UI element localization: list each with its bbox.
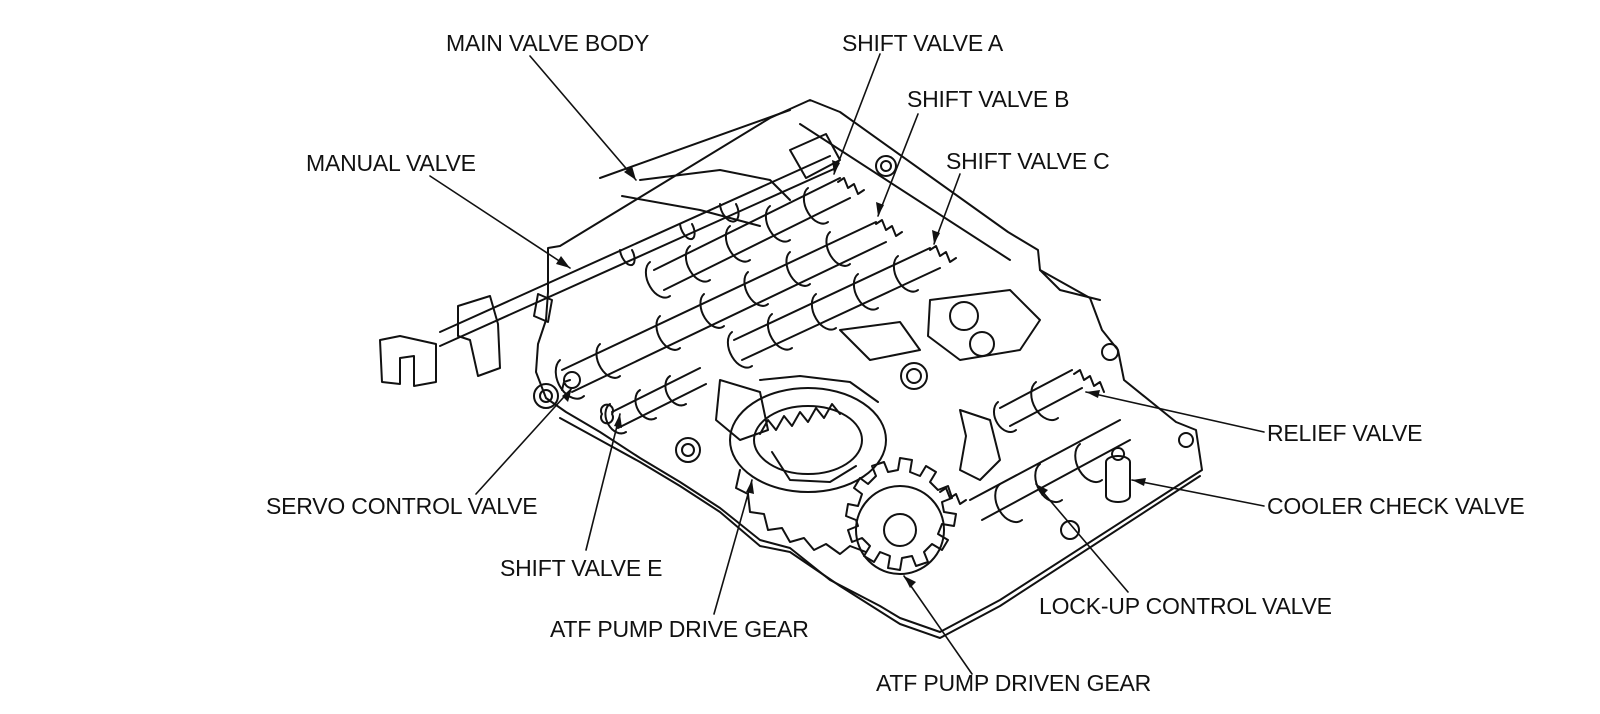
relief-valve-body — [999, 369, 1083, 427]
leader-shift-valve-c — [933, 173, 961, 245]
surface-channel — [959, 409, 1001, 481]
shift-valve-b-spring — [875, 219, 903, 237]
label-atf-pump-drive-gear: ATF PUMP DRIVE GEAR — [550, 616, 809, 642]
label-shift-valve-e: SHIFT VALVE E — [500, 555, 663, 581]
shift-valve-c-spool — [733, 247, 941, 361]
arrowhead — [832, 160, 840, 174]
leader-manual-valve — [429, 175, 571, 269]
surface-channel — [927, 289, 1041, 361]
mount-hole — [880, 160, 892, 172]
arrowhead — [624, 166, 636, 180]
label-main-valve-body: MAIN VALVE BODY — [446, 30, 650, 56]
shift-valve-a-spring — [837, 177, 865, 195]
manual-valve-body-rod — [533, 133, 841, 323]
arrowhead — [1086, 390, 1100, 398]
mount-hole — [906, 368, 922, 384]
arrowhead — [1036, 484, 1048, 496]
leader-atf-pump-driven-gear — [903, 575, 973, 675]
label-shift-valve-c: SHIFT VALVE C — [946, 148, 1110, 174]
leader-shift-valve-b — [877, 113, 919, 217]
label-manual-valve: MANUAL VALVE — [306, 150, 476, 176]
leader-shift-valve-a — [833, 53, 881, 175]
arrowhead — [876, 202, 884, 216]
shift-valve-e-lands — [604, 375, 687, 435]
drive-gear-bore — [753, 405, 863, 475]
surface-channel — [715, 379, 769, 441]
drive-gear-hub — [759, 375, 879, 483]
driven-gear-hub — [883, 513, 917, 547]
manual-valve-shaft — [439, 155, 837, 347]
shift-valve-b-lands — [554, 231, 851, 400]
mount-hole — [1060, 520, 1080, 540]
cooler-check-valve — [1105, 447, 1131, 503]
mount-hole — [1101, 343, 1119, 361]
arrowhead — [746, 480, 754, 494]
arrowhead — [932, 230, 940, 244]
label-lock-up-control-valve: LOCK-UP CONTROL VALVE — [1039, 593, 1332, 619]
arrowhead — [904, 576, 916, 588]
label-shift-valve-a: SHIFT VALVE A — [842, 30, 1004, 56]
label-relief-valve: RELIEF VALVE — [1267, 420, 1423, 446]
valve-body-outline — [535, 99, 1203, 633]
label-servo-control-valve: SERVO CONTROL VALVE — [266, 493, 538, 519]
lock-up-valve-spring — [939, 487, 967, 505]
shift-valve-a-lands — [644, 187, 829, 299]
servo-control-valve-plug — [561, 371, 581, 391]
driven-gear-body — [855, 485, 945, 575]
mount-hole — [533, 383, 559, 409]
surface-channel — [621, 169, 791, 227]
mount-hole — [539, 389, 553, 403]
label-shift-valve-b: SHIFT VALVE B — [907, 86, 1070, 112]
arrowhead — [556, 256, 570, 268]
mount-hole — [875, 155, 897, 177]
leader-lock-up-control-valve — [1035, 483, 1129, 593]
mount-hole — [1178, 432, 1194, 448]
shift-valve-e-plug — [600, 403, 614, 425]
relief-valve-lands — [992, 381, 1059, 433]
leader-relief-valve — [1085, 391, 1265, 433]
mount-hole — [675, 437, 701, 463]
shift-valve-c-lands — [726, 255, 919, 369]
drive-gear-spline — [759, 403, 841, 435]
mount-hole — [900, 362, 928, 390]
shift-valve-c-spring — [929, 245, 957, 263]
manual-valve-land — [619, 203, 740, 267]
shift-valve-b-spool — [561, 221, 887, 393]
manual-valve-detent — [457, 295, 501, 377]
lock-up-valve-body — [969, 419, 1131, 521]
drive-gear-teeth — [735, 469, 867, 555]
drive-gear-rim — [729, 387, 887, 493]
valve-body-lower-edge — [559, 417, 1201, 639]
surface-channel — [949, 301, 995, 357]
shift-valve-e-spool — [611, 367, 707, 429]
leader-main-valve-body — [529, 55, 637, 181]
driven-gear-teeth — [845, 457, 957, 571]
label-atf-pump-driven-gear: ATF PUMP DRIVEN GEAR — [876, 670, 1152, 696]
manual-valve-detent — [379, 335, 437, 387]
mount-hole — [681, 443, 695, 457]
label-cooler-check-valve: COOLER CHECK VALVE — [1267, 493, 1525, 519]
leader-shift-valve-e — [585, 413, 621, 551]
relief-valve-spring — [1073, 369, 1105, 393]
leader-servo-control-valve — [475, 387, 573, 495]
arrowhead — [614, 414, 622, 428]
arrowhead — [1132, 478, 1146, 486]
surface-channel — [839, 321, 921, 361]
leader-atf-pump-drive-gear — [713, 479, 753, 615]
arrowhead — [562, 388, 572, 402]
leader-cooler-check-valve — [1131, 479, 1265, 507]
